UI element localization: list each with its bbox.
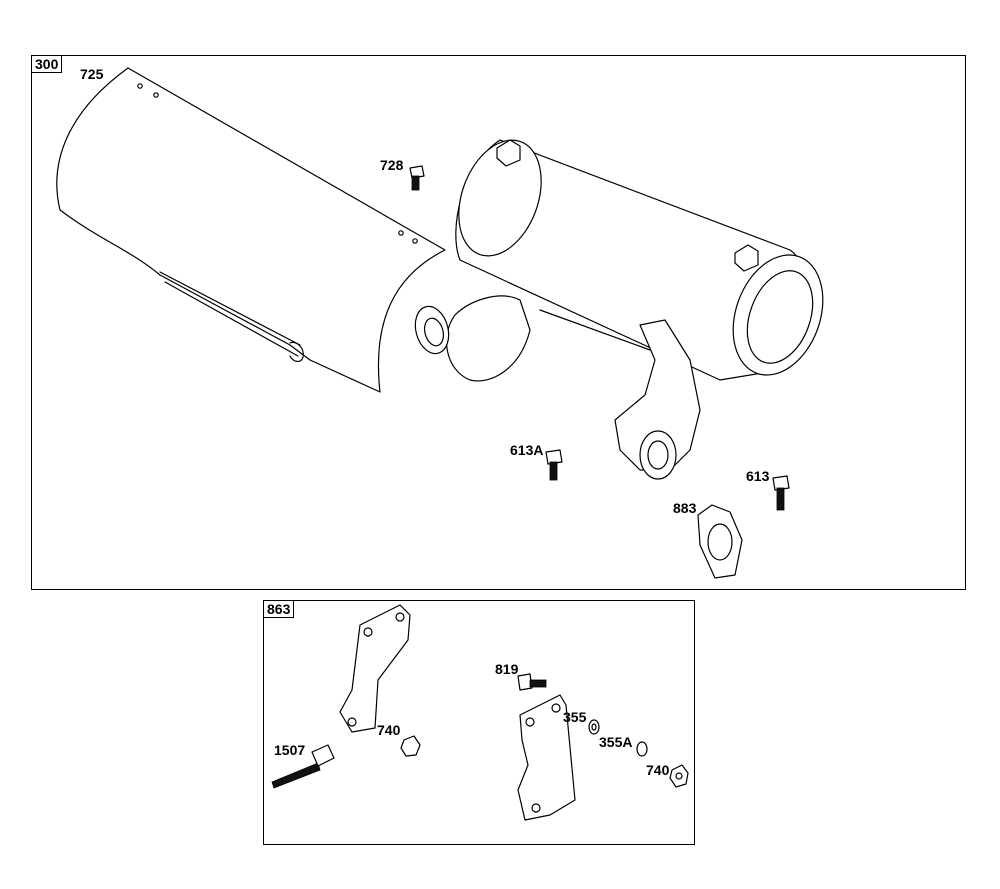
bolt-819[interactable]: [517, 673, 547, 691]
bracket-right[interactable]: [517, 694, 576, 821]
callout-728: 728: [380, 157, 404, 173]
gasket-883[interactable]: [697, 504, 743, 579]
callout-1507: 1507: [274, 742, 306, 758]
callout-740-left: 740: [377, 722, 401, 738]
callout-355A: 355A: [599, 734, 633, 750]
panel-tag-863: 863: [264, 601, 295, 618]
bolt-613A[interactable]: [545, 449, 563, 481]
callout-613A: 613A: [510, 442, 544, 458]
callout-355: 355: [563, 709, 587, 725]
nut-740-right[interactable]: [669, 764, 689, 788]
bolt-728[interactable]: [409, 165, 425, 191]
callout-883: 883: [673, 500, 697, 516]
callout-725: 725: [80, 66, 104, 82]
washer-355A[interactable]: [636, 741, 648, 757]
nut-740-left[interactable]: [400, 735, 421, 757]
callout-613: 613: [746, 468, 770, 484]
callout-740-right: 740: [646, 762, 670, 778]
stud-1507[interactable]: [271, 744, 335, 789]
kit-panel: 863: [263, 600, 695, 845]
heat-shield[interactable]: [56, 67, 446, 393]
bolt-613[interactable]: [772, 475, 790, 511]
muffler[interactable]: [410, 129, 838, 480]
callout-819: 819: [495, 661, 519, 677]
panel-tag-300: 300: [32, 56, 63, 73]
washer-355[interactable]: [588, 719, 600, 735]
bracket-left[interactable]: [339, 604, 411, 733]
